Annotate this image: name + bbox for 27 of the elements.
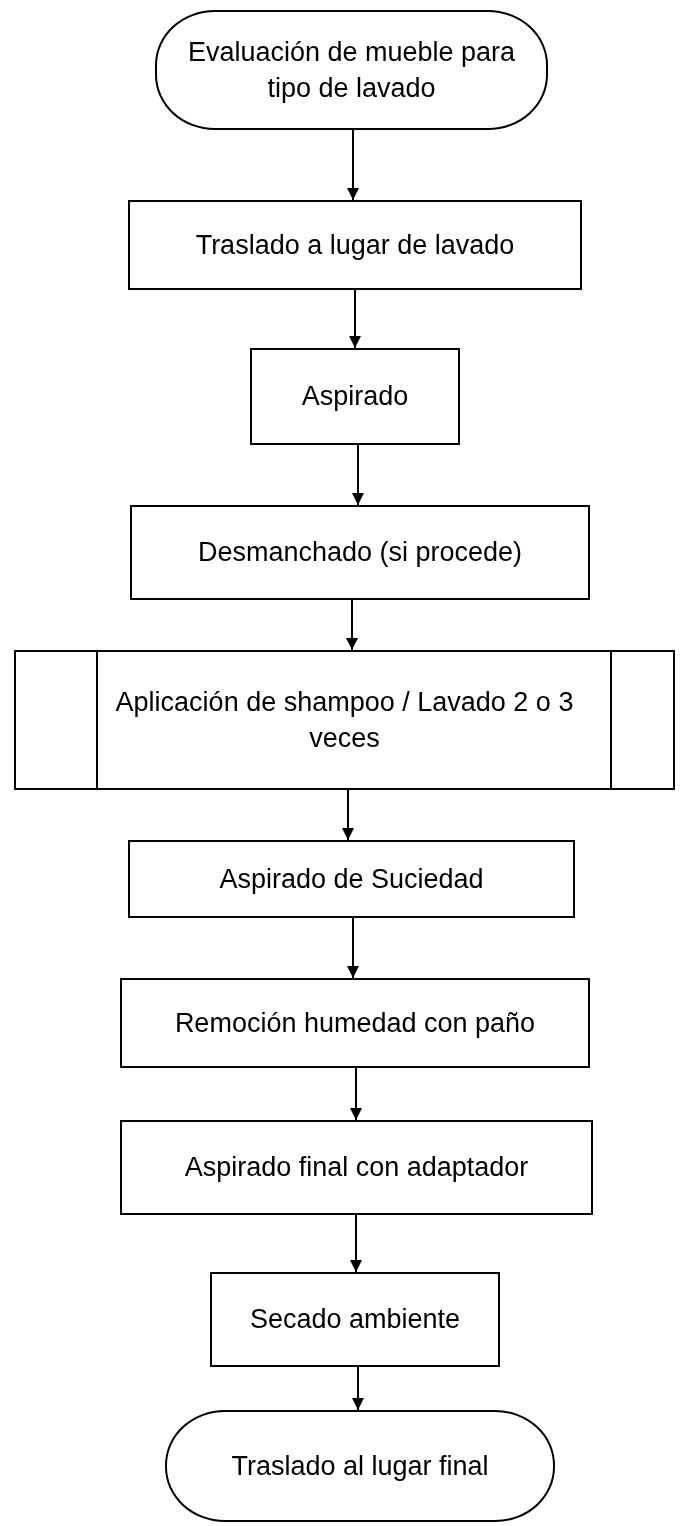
step-label: Evaluación de mueble para tipo de lavado — [186, 35, 517, 105]
step-label: Traslado a lugar de lavado — [194, 228, 516, 262]
step-label: Aspirado — [300, 380, 410, 414]
arrow — [350, 1214, 362, 1273]
arrow — [347, 917, 359, 979]
arrow — [347, 129, 359, 201]
process-box — [120, 1120, 593, 1215]
step-label: Aspirado de Suciedad — [218, 862, 485, 896]
arrow — [350, 1067, 362, 1121]
arrow — [342, 789, 354, 841]
step-label: Aplicación de shampoo / Lavado 2 o 3 veces — [114, 685, 575, 755]
arrow — [352, 1366, 364, 1411]
step-label: Secado ambiente — [248, 1303, 462, 1337]
arrow — [346, 599, 358, 651]
process-box — [120, 978, 590, 1068]
process-box — [128, 200, 582, 290]
process-box — [210, 1272, 500, 1367]
process-box — [250, 348, 460, 445]
arrow — [352, 444, 364, 506]
process-box — [128, 840, 575, 918]
predefined-process-box — [14, 650, 675, 790]
step-label: Desmanchado (si procede) — [196, 536, 524, 570]
arrow — [349, 289, 361, 349]
process-box — [130, 505, 590, 600]
step-label: Traslado al lugar final — [230, 1449, 490, 1483]
step-label: Aspirado final con adaptador — [183, 1151, 530, 1185]
step-label: Remoción humedad con paño — [173, 1006, 537, 1040]
